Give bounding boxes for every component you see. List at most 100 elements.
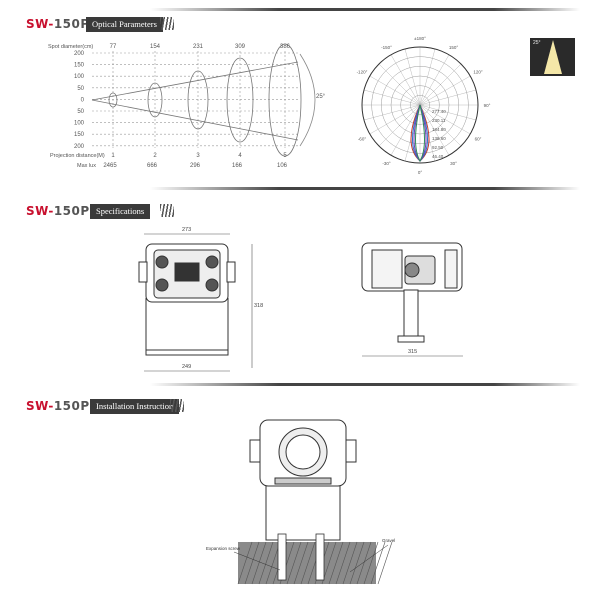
side-width-label: 315	[408, 349, 417, 355]
max-lux-label: Max lux	[77, 163, 96, 169]
spot-diameter-value: 77	[110, 44, 117, 50]
polar-angle-label: -120°	[357, 70, 368, 75]
front-height-label: 318	[254, 303, 263, 309]
y-tick-label: 150	[74, 63, 85, 69]
polar-spoke	[419, 104, 471, 135]
beam-cross-section	[226, 57, 254, 143]
lux-value: 106	[277, 163, 288, 169]
section-tag-install: Installation Instruction	[90, 399, 180, 414]
spot-diameter-value: 386	[280, 44, 291, 50]
y-tick-label: 50	[77, 86, 84, 92]
polar-angle-label: -60°	[358, 137, 367, 142]
tag-hatch-decoration	[160, 204, 174, 217]
projection-distance-label: Projection distance(M)	[50, 153, 105, 159]
beam-cross-section	[187, 70, 209, 130]
ground-hatch-line	[237, 541, 253, 585]
polar-angle-label: 30°	[450, 161, 457, 166]
distance-value: 2	[153, 153, 157, 159]
beam-glow	[544, 40, 562, 74]
polar-angle-label: -150°	[381, 45, 392, 50]
lux-value: 666	[147, 163, 158, 169]
installation-fixture	[249, 419, 357, 541]
polar-spoke	[404, 48, 421, 106]
y-tick-label: 150	[74, 132, 85, 138]
ground-hatch-line	[356, 541, 372, 585]
polar-ring-value: 138.60	[432, 136, 446, 141]
polar-spoke	[419, 75, 471, 106]
distance-value: 1	[111, 153, 115, 159]
polar-spoke	[390, 104, 421, 156]
ground-hatch-line	[342, 541, 358, 585]
ground-hatch-line	[258, 541, 274, 585]
callout-line-left	[233, 551, 281, 571]
ground-hatch-line	[251, 541, 267, 585]
beam-cross-section	[108, 92, 118, 108]
polar-spoke	[369, 75, 421, 106]
y-tick-label: 200	[74, 144, 85, 150]
polar-angle-label: 120°	[473, 70, 483, 75]
polar-ring-value: 230.11	[432, 118, 446, 123]
spot-diameter-value: 154	[150, 44, 161, 50]
polar-spoke	[419, 104, 462, 147]
beam-cross-section	[268, 43, 302, 157]
polar-angle-label: 150°	[449, 45, 459, 50]
model-label-install: SW-150P	[26, 399, 90, 413]
tag-hatch-decoration	[170, 399, 184, 412]
lux-value: 296	[190, 163, 201, 169]
distance-value: 4	[238, 153, 242, 159]
spot-diameter-value: 231	[193, 44, 204, 50]
front-view	[138, 243, 236, 356]
model-label-optical: SW-150P	[26, 17, 90, 31]
polar-spoke	[419, 63, 462, 106]
expansion-screws	[277, 533, 325, 581]
ground-hatch-line	[349, 541, 365, 585]
side-view	[361, 242, 463, 343]
polar-spoke	[419, 54, 450, 106]
polar-spoke	[378, 63, 421, 106]
section-divider	[150, 187, 580, 190]
y-tick-label: 50	[77, 109, 84, 115]
model-label-specs: SW-150P	[26, 204, 90, 218]
distance-value: 3	[196, 153, 200, 159]
thumbnail-angle-label: 25°	[533, 40, 541, 46]
polar-angle-label: 0°	[418, 170, 423, 175]
polar-intensity-curve	[415, 104, 425, 163]
polar-angle-label: ±180°	[414, 36, 426, 41]
polar-spoke	[369, 104, 421, 135]
polar-spoke	[419, 89, 477, 106]
beam-angle-arc	[299, 53, 316, 147]
polar-ring-value: 277.40	[432, 109, 446, 114]
y-tick-label: 200	[74, 51, 85, 57]
section-tag-specs: Specifications	[90, 204, 151, 219]
tag-hatch-decoration	[160, 17, 174, 30]
polar-intensity-chart: ±180°-150°150°-120°120°90°-60°60°-30°30°…	[357, 36, 491, 175]
ground-hatch-line	[363, 541, 379, 585]
polar-angle-label: -30°	[382, 161, 391, 166]
section-tag-optical: Optical Parameters	[86, 17, 163, 32]
ground-hatch-line	[335, 541, 351, 585]
polar-outer-ring	[361, 46, 479, 164]
ground-hatch-line	[328, 541, 344, 585]
polar-spoke	[363, 104, 421, 121]
beam-edge-lower	[91, 99, 299, 141]
y-tick-label: 0	[81, 97, 85, 103]
section-divider	[150, 383, 580, 386]
ground-hatch-line	[244, 541, 260, 585]
base-width-label: 249	[182, 364, 191, 370]
front-width-label: 273	[182, 227, 191, 233]
spot-diameter-label: Spot diameter(cm)	[48, 44, 93, 50]
lux-value: 2465	[103, 163, 117, 169]
polar-spoke	[419, 104, 450, 156]
beam-angle-label: 25°	[316, 94, 326, 100]
polar-spoke	[363, 89, 421, 106]
polar-spoke	[419, 104, 477, 121]
ground-hatch-line	[286, 541, 302, 585]
ground-hatch-line	[377, 541, 393, 585]
label-gravel: Gravel	[382, 538, 395, 543]
polar-ring-value: 92.50	[432, 145, 444, 150]
ground-block	[238, 542, 376, 584]
ground-hatch-line	[293, 541, 309, 585]
